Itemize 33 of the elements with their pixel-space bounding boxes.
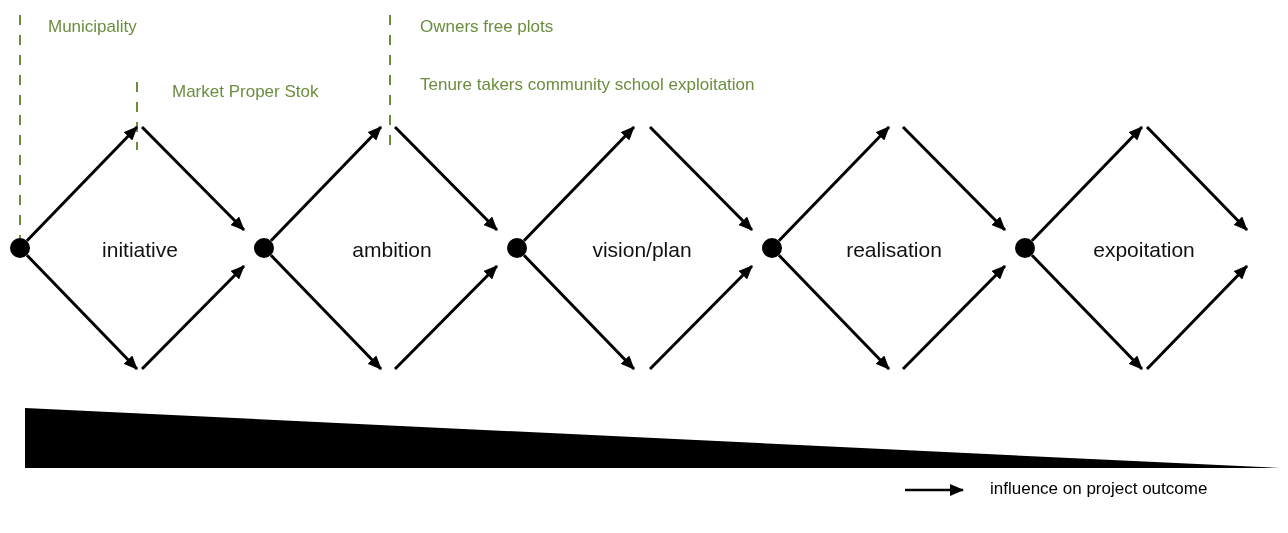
milestone-dot — [507, 238, 527, 258]
arrow — [1030, 254, 1144, 371]
stakeholder-label: Tenure takers community school exploitation — [420, 75, 755, 95]
arrow — [25, 125, 139, 242]
stakeholder-label: Owners free plots — [420, 17, 554, 37]
milestone-dot — [1015, 238, 1035, 258]
arrow — [777, 254, 891, 371]
arrow — [522, 125, 636, 242]
phase-label: expoitation — [1093, 238, 1195, 262]
phase-label: initiative — [102, 238, 178, 262]
arrow — [269, 254, 383, 371]
milestone-dot — [762, 238, 782, 258]
arrow — [1030, 125, 1144, 242]
phase-label: realisation — [846, 238, 942, 262]
arrow — [777, 125, 891, 242]
arrow — [393, 125, 499, 232]
arrow — [140, 264, 246, 371]
arrow — [901, 264, 1007, 371]
arrow — [269, 125, 383, 242]
arrow — [393, 264, 499, 371]
milestone-dot — [254, 238, 274, 258]
arrow — [522, 254, 636, 371]
arrow — [648, 264, 754, 371]
legend-label: influence on project outcome — [990, 479, 1208, 499]
arrow — [648, 125, 754, 232]
arrow — [25, 254, 139, 371]
milestone-dot — [10, 238, 30, 258]
arrow — [901, 125, 1007, 232]
phase-label: ambition — [352, 238, 432, 262]
stakeholder-label: Market Proper Stok — [172, 82, 319, 102]
arrow — [140, 125, 246, 232]
stakeholder-label: Municipality — [48, 17, 137, 37]
phase-label: vision/plan — [592, 238, 692, 262]
